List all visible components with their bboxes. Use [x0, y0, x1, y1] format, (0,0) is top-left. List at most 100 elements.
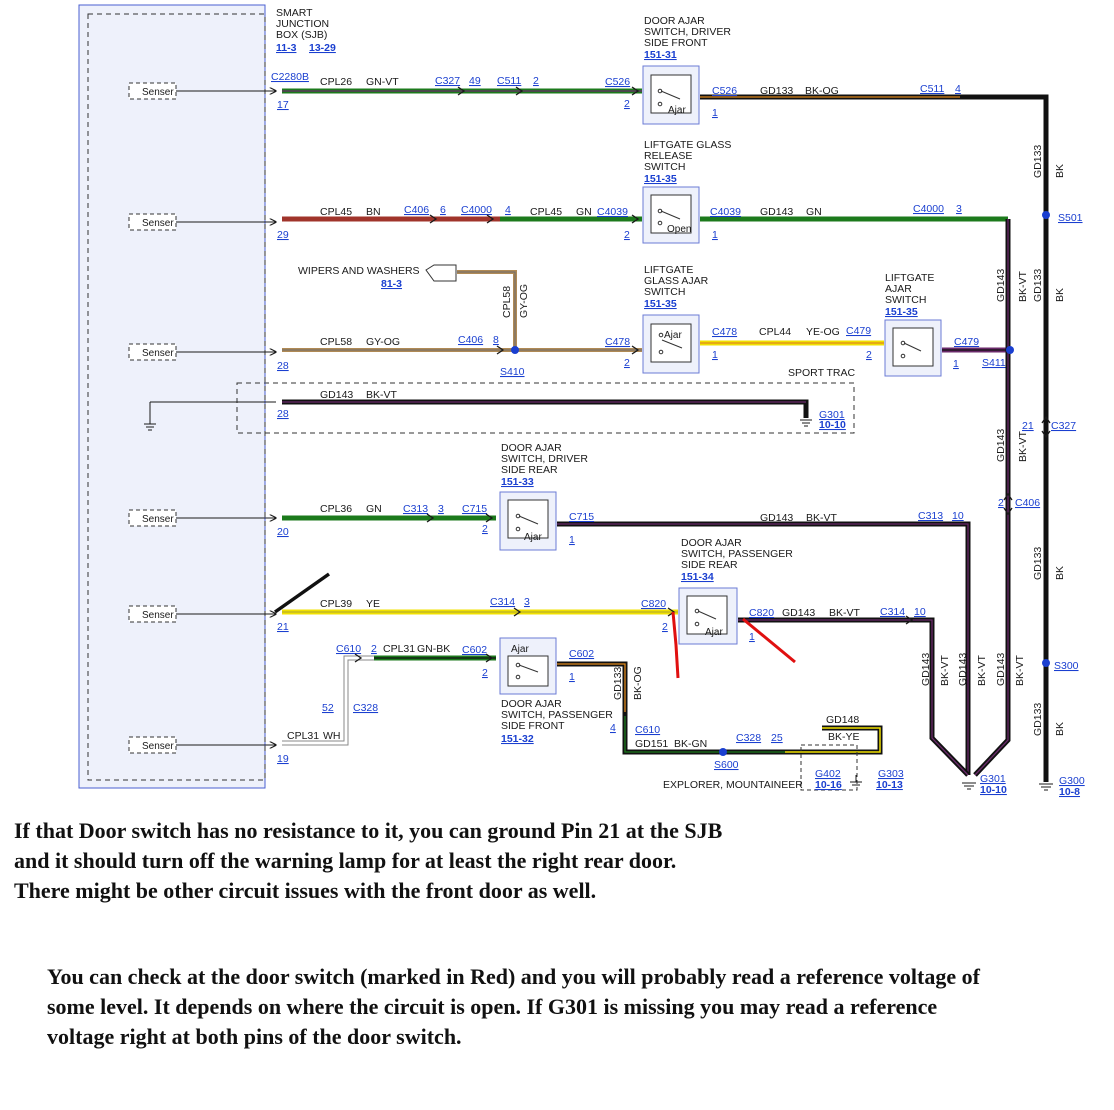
pin-c314-10[interactable]: 10: [914, 606, 926, 618]
pin-c406-8[interactable]: 8: [493, 334, 499, 346]
switch-liftgate-ajar[interactable]: [884, 319, 942, 377]
conn-c328-a[interactable]: C328: [353, 702, 378, 714]
wipers-ref[interactable]: 81-3: [381, 278, 402, 290]
pin-c4000-4[interactable]: 4: [505, 204, 511, 216]
conn-c406-c[interactable]: C406: [1015, 497, 1040, 509]
conn-c314-b[interactable]: C314: [880, 606, 905, 618]
pin-c820-1[interactable]: 1: [749, 631, 755, 643]
pin-c479-1[interactable]: 1: [953, 358, 959, 370]
conn-c610-a[interactable]: C610: [336, 643, 361, 655]
ground-g402[interactable]: G402: [815, 768, 841, 780]
pin-c327-49[interactable]: 49: [469, 75, 481, 87]
conn-c4039-b[interactable]: C4039: [710, 206, 741, 218]
pin-c328-52[interactable]: 52: [322, 702, 334, 714]
ground-g301-b-ref[interactable]: 10-10: [980, 784, 1007, 796]
pin-c526-2[interactable]: 2: [624, 98, 630, 110]
pin-c328-25[interactable]: 25: [771, 732, 783, 744]
conn-c314-a[interactable]: C314: [490, 596, 515, 608]
conn-c526-b[interactable]: C526: [712, 85, 737, 97]
pin-17[interactable]: 17: [277, 99, 289, 111]
conn-c4000-b[interactable]: C4000: [913, 203, 944, 215]
pin-c327-21[interactable]: 21: [1022, 420, 1034, 432]
pin-c511-4[interactable]: 4: [955, 83, 961, 95]
pin-19[interactable]: 19: [277, 753, 289, 765]
conn-c479-a[interactable]: C479: [846, 325, 871, 337]
conn-c511-a[interactable]: C511: [497, 75, 521, 87]
sjb-ref-2[interactable]: 13-29: [309, 42, 336, 54]
conn-c406-b[interactable]: C406: [458, 334, 483, 346]
sw-lga-ref[interactable]: 151-35: [644, 298, 677, 310]
ground-g301-a-ref[interactable]: 10-10: [819, 419, 846, 431]
pin-28-b[interactable]: 28: [277, 408, 289, 420]
conn-c602-a[interactable]: C602: [462, 644, 487, 656]
splice-s410-label[interactable]: S410: [500, 366, 525, 378]
conn-c715-b[interactable]: C715: [569, 511, 594, 523]
pin-c610-2[interactable]: 2: [371, 643, 377, 655]
sw-lg-ref[interactable]: 151-35: [644, 173, 677, 185]
conn-c327-b[interactable]: C327: [1051, 420, 1076, 432]
conn-c313-b[interactable]: C313: [918, 510, 943, 522]
pin-c715-2[interactable]: 2: [482, 523, 488, 535]
ground-g300-ref[interactable]: 10-8: [1059, 786, 1080, 798]
conn-c328-b[interactable]: C328: [736, 732, 761, 744]
splice-s600-label[interactable]: S600: [714, 759, 739, 771]
ground-g300[interactable]: G300: [1059, 775, 1085, 787]
conn-c4000-a[interactable]: C4000: [461, 204, 492, 216]
pin-c4039-1[interactable]: 1: [712, 229, 718, 241]
pin-c526-1[interactable]: 1: [712, 107, 718, 119]
ground-g402-ref[interactable]: 10-16: [815, 779, 842, 791]
ground-g303-ref[interactable]: 10-13: [876, 779, 903, 791]
pin-c479-2[interactable]: 2: [866, 349, 872, 361]
ground-g301-a[interactable]: G301: [819, 409, 845, 421]
pin-28-a[interactable]: 28: [277, 360, 289, 372]
switch-liftgate-glass[interactable]: [642, 186, 700, 244]
pin-c602-1[interactable]: 1: [569, 671, 575, 683]
sw-df-ref[interactable]: 151-31: [644, 49, 677, 61]
ground-g303[interactable]: G303: [878, 768, 904, 780]
pin-c4000-3[interactable]: 3: [956, 203, 962, 215]
splice-s411-label[interactable]: S411: [982, 357, 1006, 369]
switch-passenger-rear[interactable]: [678, 587, 738, 645]
pin-c313-10[interactable]: 10: [952, 510, 964, 522]
conn-c327-a[interactable]: C327: [435, 75, 460, 87]
conn-c715-a[interactable]: C715: [462, 503, 487, 515]
conn-c313-a[interactable]: C313: [403, 503, 428, 515]
conn-c406-a[interactable]: C406: [404, 204, 429, 216]
switch-liftgate-glass-ajar[interactable]: [642, 314, 700, 374]
pin-c820-2[interactable]: 2: [662, 621, 668, 633]
pin-c610-4[interactable]: 4: [610, 722, 616, 734]
conn-c820-b[interactable]: C820: [749, 607, 774, 619]
conn-c479-b[interactable]: C479: [954, 336, 979, 348]
pin-c4039-2[interactable]: 2: [624, 229, 630, 241]
pin-c314-3[interactable]: 3: [524, 596, 530, 608]
conn-c4039-a[interactable]: C4039: [597, 206, 628, 218]
pin-c406-2[interactable]: 2: [998, 497, 1004, 509]
pin-21[interactable]: 21: [277, 621, 289, 633]
sjb-ref-1[interactable]: 11-3: [276, 42, 297, 54]
pin-20[interactable]: 20: [277, 526, 289, 538]
sw-pf-ref[interactable]: 151-32: [501, 733, 534, 745]
ground-g301-b[interactable]: G301: [980, 773, 1006, 785]
splice-s501-label[interactable]: S501: [1058, 212, 1083, 224]
conn-c820-a[interactable]: C820: [641, 598, 666, 610]
conn-c478-a[interactable]: C478: [605, 336, 630, 348]
splice-s300-label[interactable]: S300: [1054, 660, 1079, 672]
sw-dr-ref[interactable]: 151-33: [501, 476, 534, 488]
pin-c313-3[interactable]: 3: [438, 503, 444, 515]
sw-pr-ref[interactable]: 151-34: [681, 571, 714, 583]
conn-c602-b[interactable]: C602: [569, 648, 594, 660]
pin-c715-1[interactable]: 1: [569, 534, 575, 546]
conn-c610-b[interactable]: C610: [635, 724, 660, 736]
pin-c478-1[interactable]: 1: [712, 349, 718, 361]
conn-c478-b[interactable]: C478: [712, 326, 737, 338]
sw-la-ref[interactable]: 151-35: [885, 306, 918, 318]
switch-driver-front[interactable]: [642, 65, 700, 125]
switch-passenger-front[interactable]: [499, 637, 557, 695]
conn-c526-a[interactable]: C526: [605, 76, 630, 88]
conn-c2280b[interactable]: C2280B: [271, 71, 309, 83]
pin-c478-2[interactable]: 2: [624, 357, 630, 369]
pin-c511-2[interactable]: 2: [533, 75, 539, 87]
pin-29[interactable]: 29: [277, 229, 289, 241]
conn-c511-b[interactable]: C511: [920, 83, 944, 95]
switch-driver-rear[interactable]: [499, 491, 557, 551]
